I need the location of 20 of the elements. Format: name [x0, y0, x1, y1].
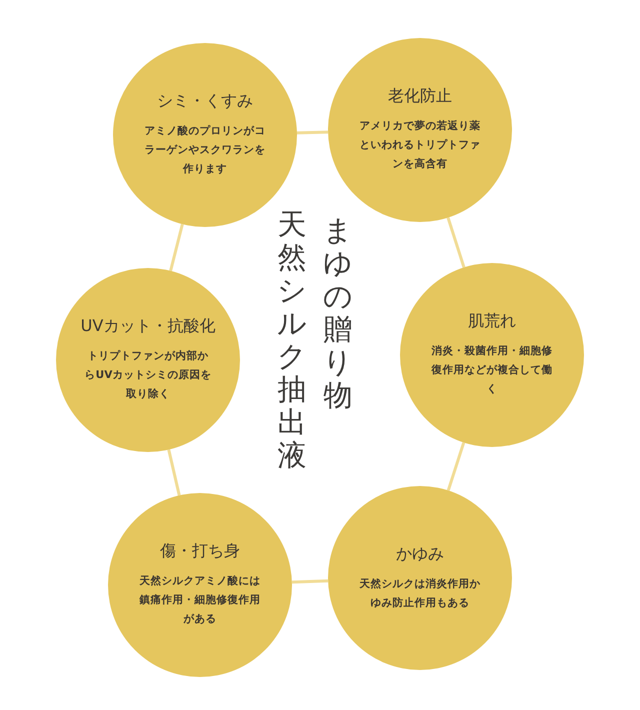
vertical-title: 天然シルク抽出液: [276, 208, 308, 472]
connector-line: [292, 579, 328, 584]
circle-description: 天然シルクは消炎作用かゆみ防止作用もある: [358, 576, 482, 610]
circle-description: 消炎・殺菌作用・細胞修復作用などが複合して働く: [430, 344, 554, 397]
circle-heading: シミ・くすみ: [157, 91, 253, 112]
connector-line: [167, 449, 181, 496]
circle-description: トリプトファンが内部からUVカットシミの原因を取り除く: [84, 349, 212, 402]
circle-heading: かゆみ: [396, 544, 444, 564]
circle-description: アミノ酸のプロリンがコラーゲンやスクワランを作ります: [144, 124, 266, 177]
circle-heading: 老化防止: [388, 86, 452, 107]
connector-line: [446, 217, 466, 268]
circle-description: アメリカで夢の若返り薬といわれるトリプトファンを高含有: [358, 119, 482, 172]
circle-heading: 肌荒れ: [468, 311, 516, 332]
connector-line: [296, 130, 328, 134]
connector-line: [169, 224, 184, 272]
circle-description: 天然シルクアミノ酸には鎮痛作用・細胞修復作用がある: [138, 574, 262, 627]
circle-heading: 傷・打ち身: [160, 541, 240, 562]
circle-heading: UVカット・抗酸化: [80, 316, 216, 337]
connector-line: [446, 442, 466, 491]
vertical-title: まゆの贈り物: [322, 214, 354, 412]
